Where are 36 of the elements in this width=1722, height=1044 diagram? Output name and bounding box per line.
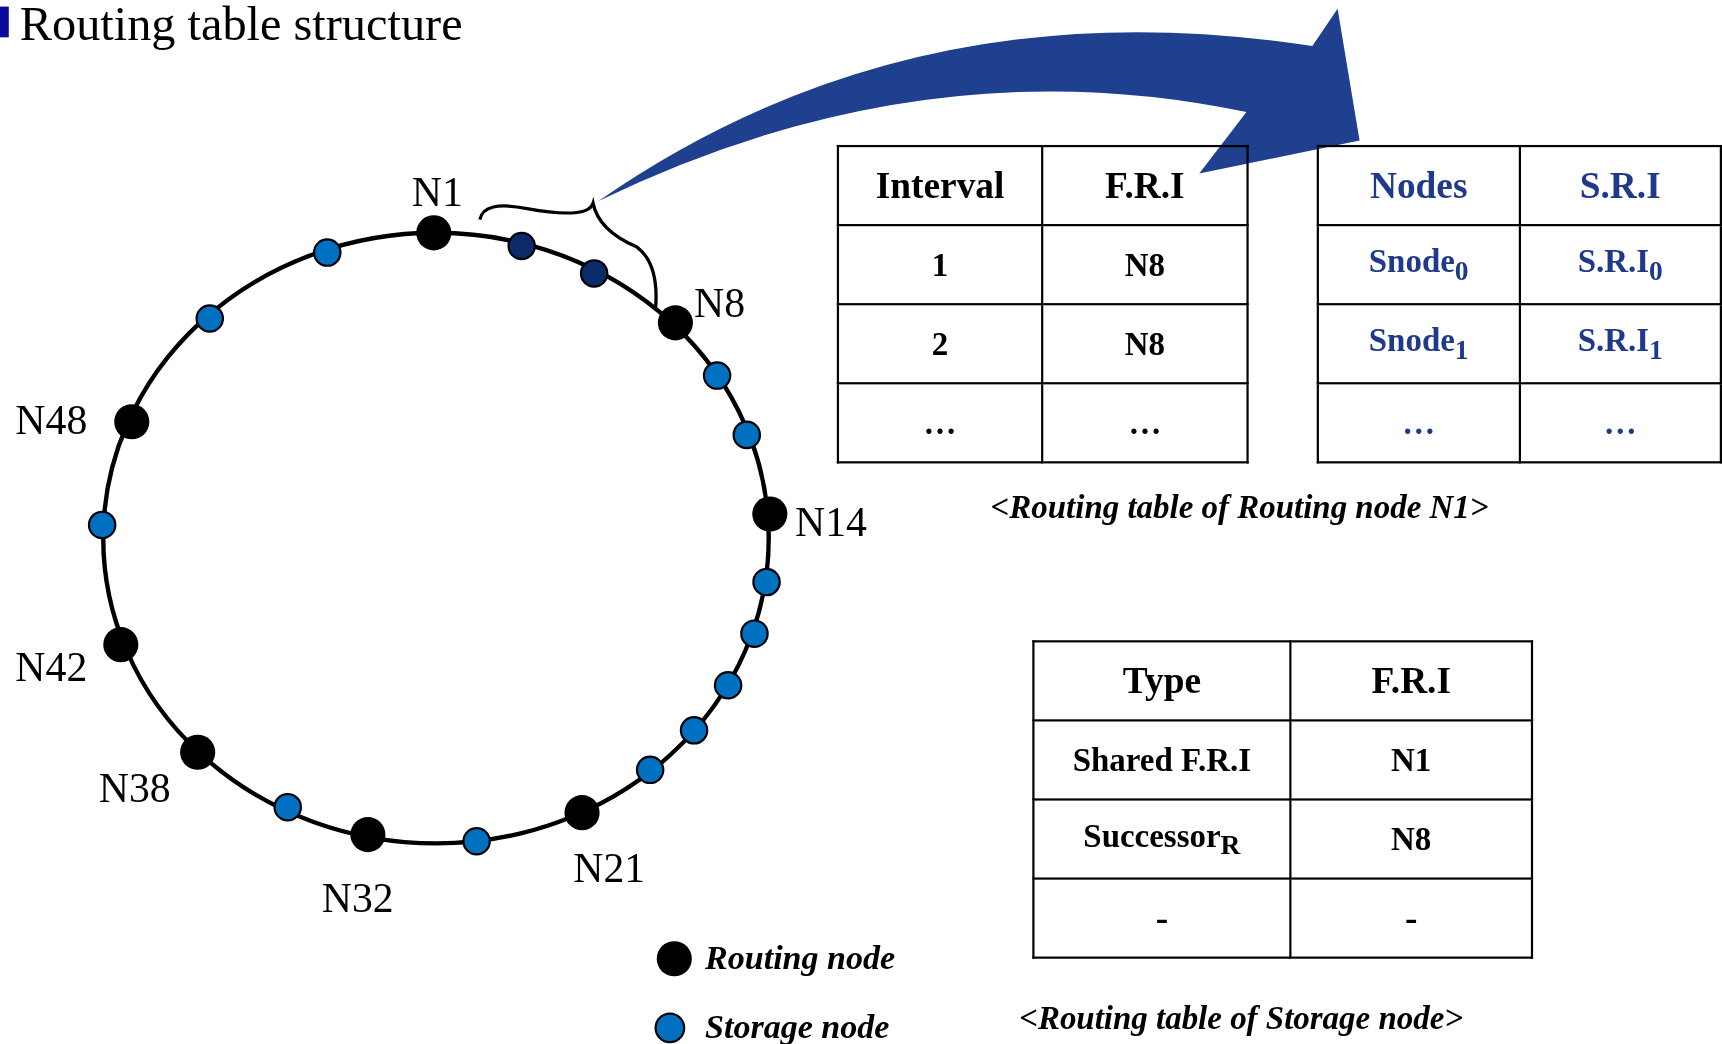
table-cell: Snode$_{1}$	[1317, 304, 1520, 384]
table-caption: <Routing table of Storage node>	[1019, 999, 1464, 1037]
table-caption: <Routing table of Routing node N1>	[990, 488, 1489, 527]
table-cell: …	[1042, 383, 1248, 463]
table-cell: N8	[1042, 304, 1248, 384]
node-label: N38	[98, 765, 171, 810]
node-label: N14	[795, 499, 867, 544]
table-cell: Interval	[837, 146, 1043, 226]
table-cell: …	[1519, 383, 1721, 463]
node-label: N42	[15, 644, 88, 689]
node-label: N1	[411, 170, 463, 215]
legend-label: Routing node	[705, 937, 896, 978]
table-cell: Nodes	[1317, 146, 1520, 226]
table-cell: S.R.I$_{1}$	[1519, 304, 1721, 384]
node-label: N32	[321, 875, 394, 920]
node-label: N21	[573, 845, 646, 890]
table-cell: N1	[1290, 720, 1532, 800]
table-cell: …	[837, 383, 1043, 463]
table-cell: Shared F.R.I	[1033, 720, 1291, 800]
table-cell: Successor$_{R}$	[1033, 799, 1291, 879]
table-cell: -	[1033, 878, 1291, 958]
table-cell: …	[1317, 383, 1520, 463]
table-cell: F.R.I	[1042, 146, 1248, 226]
table-cell: Type	[1033, 641, 1291, 721]
table-cell: S.R.I	[1519, 146, 1721, 226]
table-cell: 2	[837, 304, 1043, 384]
node-label: N8	[694, 281, 746, 326]
table-cell: -	[1290, 878, 1532, 958]
table-cell: N8	[1290, 799, 1532, 879]
table-cell: N8	[1042, 225, 1248, 305]
table-cell: F.R.I	[1290, 641, 1532, 721]
table-cell: S.R.I$_{0}$	[1519, 225, 1721, 305]
node-label: N48	[15, 397, 88, 442]
table-cell: Snode$_{0}$	[1317, 225, 1520, 305]
table-cell: 1	[837, 225, 1043, 305]
title: Routing table structure	[19, 0, 463, 49]
